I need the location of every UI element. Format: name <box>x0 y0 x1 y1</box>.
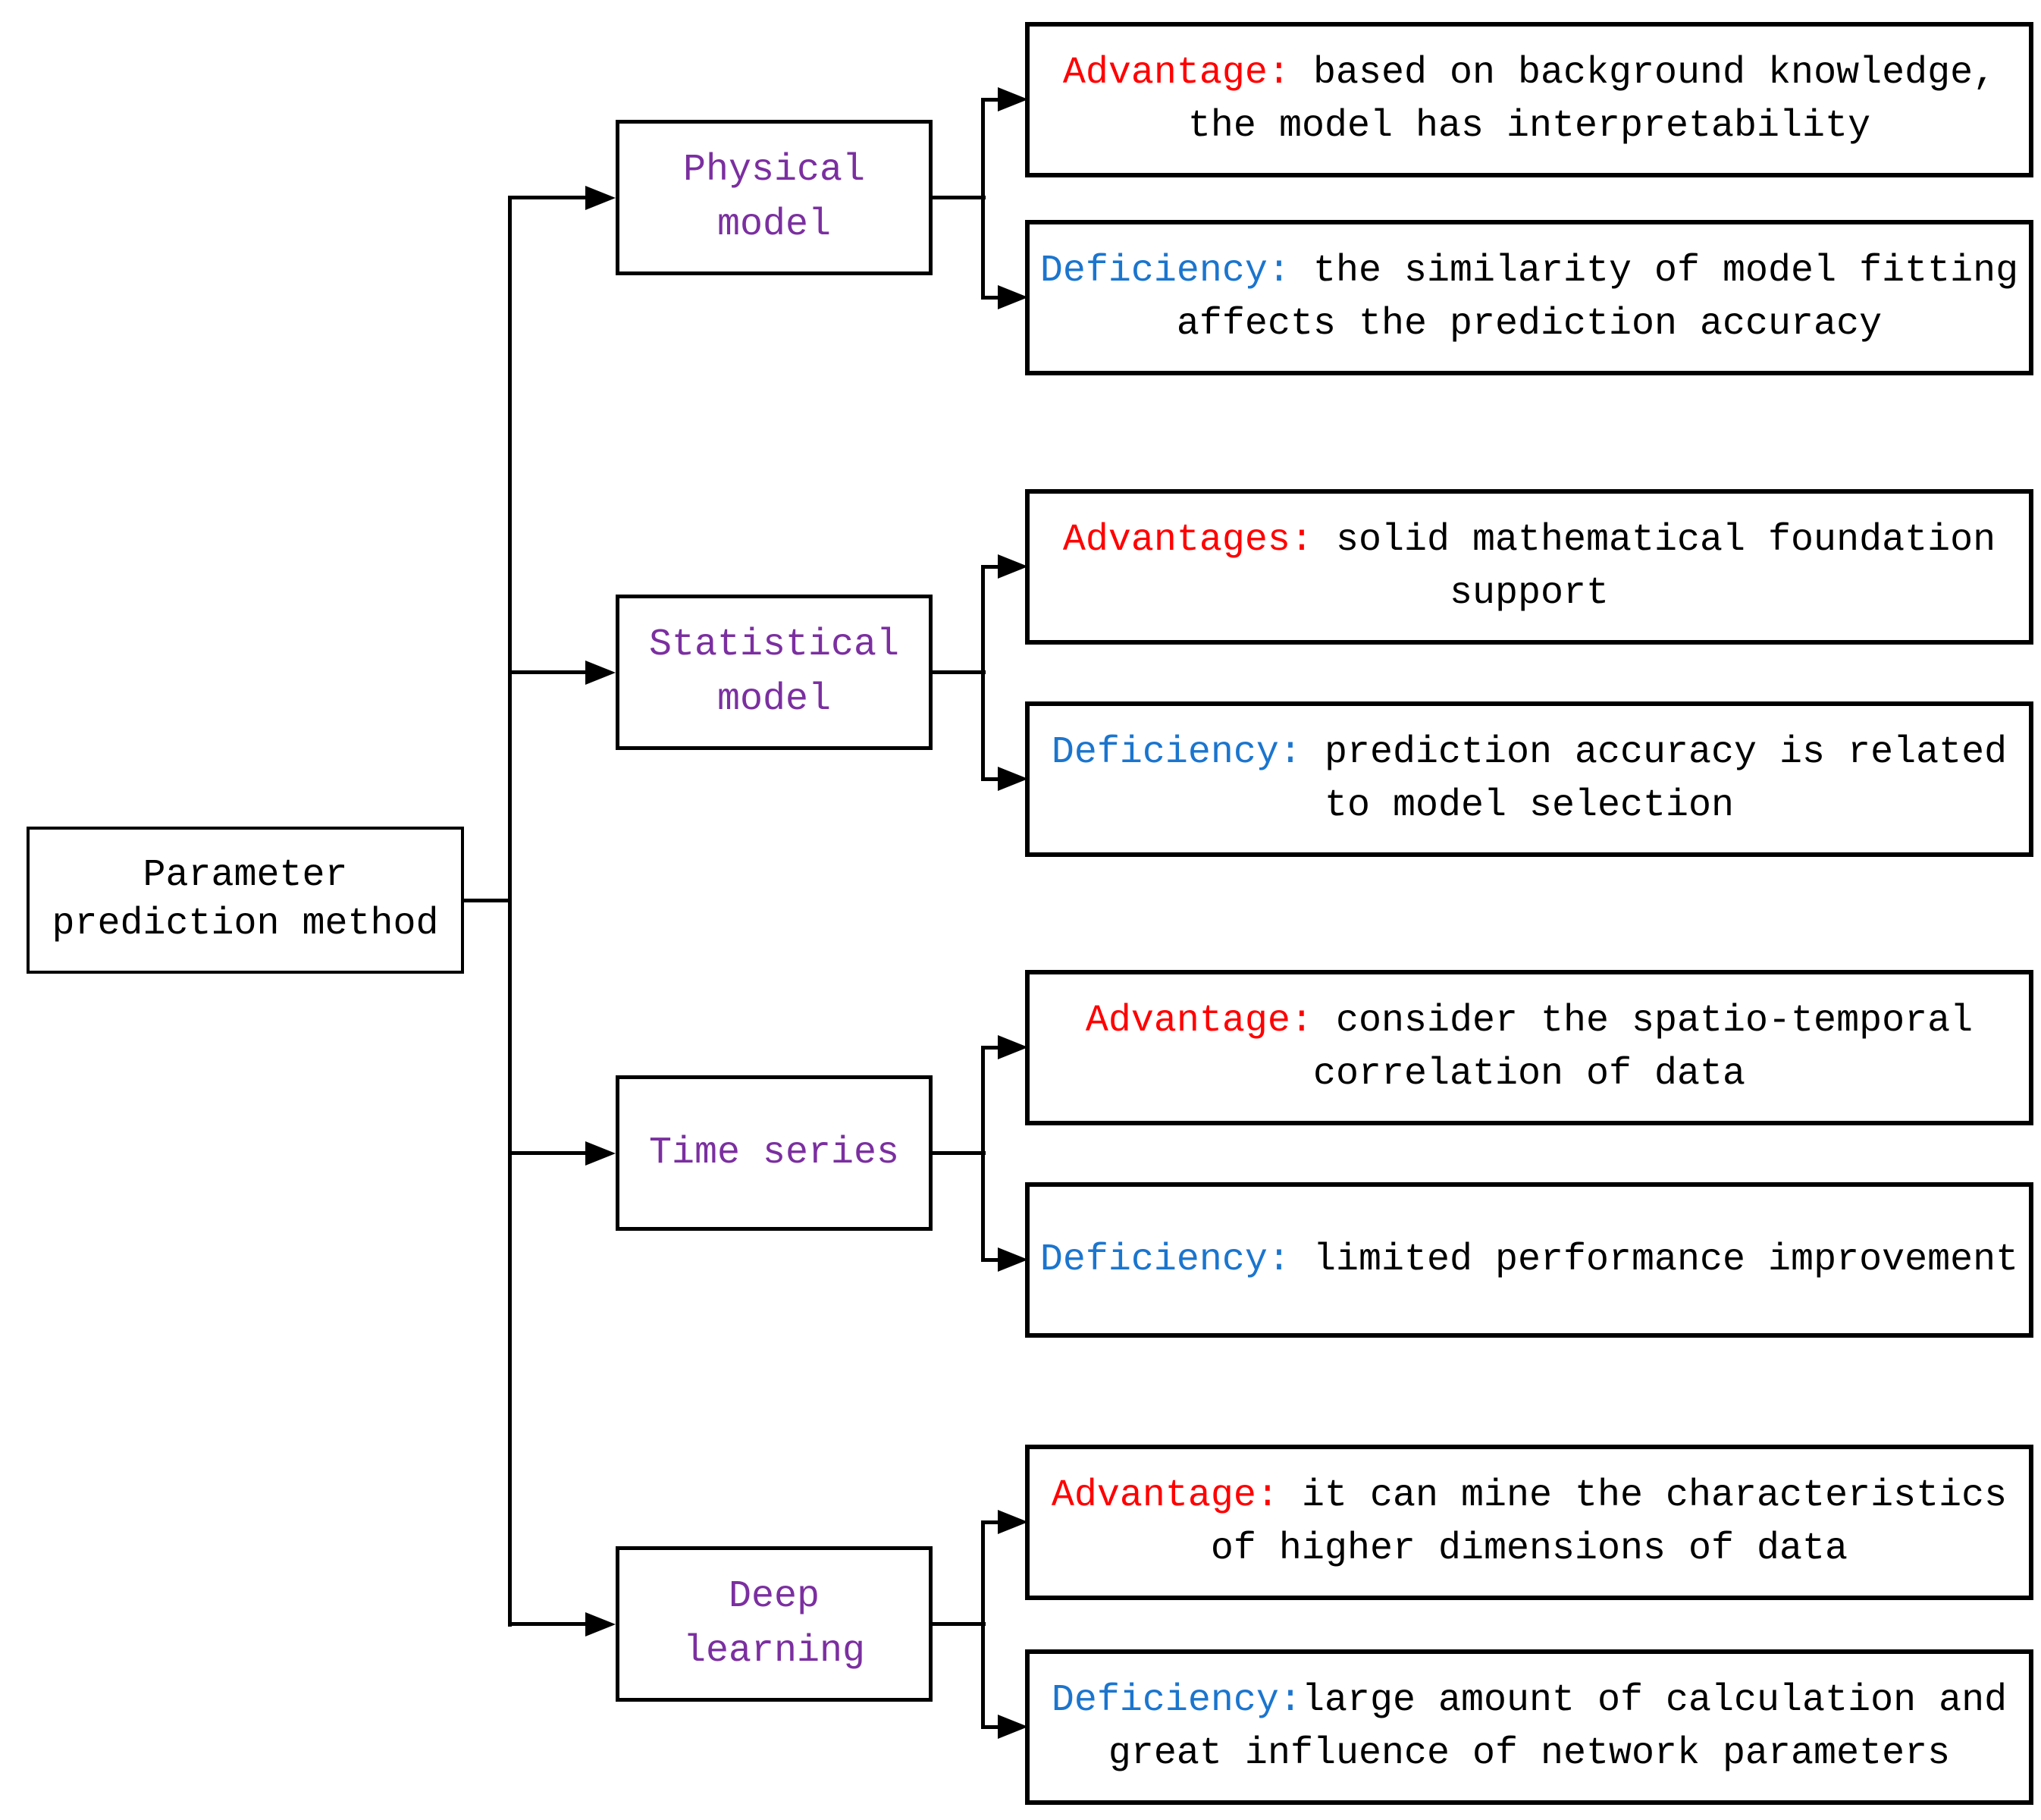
deficiency-box-time-series: Deficiency: limited performance improvem… <box>1025 1182 2033 1338</box>
deficiency-label: Deficiency: <box>1039 1238 1290 1282</box>
root-connector-line <box>464 899 511 902</box>
advantage-label: Advantages: <box>1062 518 1313 562</box>
branch-box-statistical-model: Statistical model <box>616 595 933 750</box>
deficiency-text: Deficiency: limited performance improvem… <box>1040 1234 2018 1287</box>
deficiency-label: Deficiency: <box>1039 249 1290 293</box>
deficiency-body: the similarity of model fitting affects … <box>1176 249 2019 346</box>
branch-box-time-series: Time series <box>616 1075 933 1231</box>
advantage-label: Advantage: <box>1062 51 1290 95</box>
branch-label: Physical model <box>682 148 866 246</box>
arrowhead-icon <box>998 1247 1028 1272</box>
connector-line <box>508 196 587 199</box>
connector-line <box>981 1258 1001 1262</box>
connector-line <box>508 1151 587 1155</box>
branch-stub-line <box>933 670 986 674</box>
arrowhead-icon <box>998 1510 1028 1534</box>
advantage-text: Advantages: solid mathematical foundatio… <box>1036 514 2023 620</box>
section-trunk-line <box>981 1046 985 1262</box>
branch-label: Statistical model <box>648 623 900 721</box>
advantage-box-physical: Advantage: based on background knowledge… <box>1025 22 2033 177</box>
arrowhead-icon <box>998 285 1028 309</box>
advantage-label: Advantage: <box>1085 999 1313 1043</box>
advantage-body: consider the spatio-temporal correlation… <box>1312 999 1974 1096</box>
connector-line <box>508 1622 587 1626</box>
connector-line <box>981 777 1001 781</box>
section-trunk-line <box>981 98 985 300</box>
deficiency-body: large amount of calculation and great in… <box>1108 1678 2008 1775</box>
connector-line <box>981 1725 1001 1729</box>
advantage-label: Advantage: <box>1051 1473 1279 1517</box>
branch-stub-line <box>933 196 986 199</box>
deficiency-text: Deficiency: the similarity of model fitt… <box>1036 245 2023 351</box>
advantage-box-time-series: Advantage: consider the spatio-temporal … <box>1025 970 2033 1125</box>
root-label: Parameter prediction method <box>52 854 439 946</box>
branch-label: Time series <box>648 1131 900 1175</box>
branch-stub-line <box>933 1622 986 1626</box>
connector-line <box>981 1520 1001 1524</box>
section-trunk-line <box>981 1520 985 1729</box>
deficiency-box-statistical: Deficiency: prediction accuracy is relat… <box>1025 701 2033 857</box>
arrowhead-icon <box>998 1035 1028 1059</box>
deficiency-box-deep-learning: Deficiency:large amount of calculation a… <box>1025 1649 2033 1805</box>
arrowhead-icon <box>585 186 616 210</box>
branch-box-deep-learning: Deep learning <box>616 1546 933 1702</box>
deficiency-box-physical: Deficiency: the similarity of model fitt… <box>1025 220 2033 375</box>
connector-line <box>981 565 1001 569</box>
arrowhead-icon <box>585 661 616 685</box>
advantage-box-statistical: Advantages: solid mathematical foundatio… <box>1025 489 2033 645</box>
arrowhead-icon <box>998 554 1028 579</box>
advantage-text: Advantage: it can mine the characteristi… <box>1036 1470 2023 1576</box>
advantage-text: Advantage: consider the spatio-temporal … <box>1036 995 2023 1101</box>
arrowhead-icon <box>585 1141 616 1166</box>
branch-stub-line <box>933 1151 986 1155</box>
deficiency-text: Deficiency:large amount of calculation a… <box>1036 1674 2023 1781</box>
connector-line <box>981 1046 1001 1050</box>
advantage-body: it can mine the characteristics of highe… <box>1210 1473 2008 1571</box>
root-box: Parameter prediction method <box>27 827 464 974</box>
main-trunk-line <box>508 196 512 1627</box>
branch-box-physical-model: Physical model <box>616 120 933 275</box>
advantage-box-deep-learning: Advantage: it can mine the characteristi… <box>1025 1445 2033 1600</box>
deficiency-body: prediction accuracy is related to model … <box>1301 730 2008 827</box>
deficiency-text: Deficiency: prediction accuracy is relat… <box>1036 726 2023 833</box>
arrowhead-icon <box>998 767 1028 791</box>
branch-label: Deep learning <box>682 1574 866 1673</box>
section-trunk-line <box>981 565 985 781</box>
advantage-body: solid mathematical foundation support <box>1312 518 1996 615</box>
arrowhead-icon <box>585 1612 616 1636</box>
deficiency-label: Deficiency: <box>1051 730 1302 774</box>
connector-line <box>981 98 1001 102</box>
deficiency-label: Deficiency: <box>1051 1678 1302 1722</box>
connector-line <box>508 670 587 674</box>
connector-line <box>981 296 1001 300</box>
advantage-body: based on background knowledge, the model… <box>1187 51 1996 148</box>
arrowhead-icon <box>998 1715 1028 1739</box>
deficiency-body: limited performance improvement <box>1290 1238 2019 1282</box>
arrowhead-icon <box>998 87 1028 111</box>
advantage-text: Advantage: based on background knowledge… <box>1036 47 2023 153</box>
